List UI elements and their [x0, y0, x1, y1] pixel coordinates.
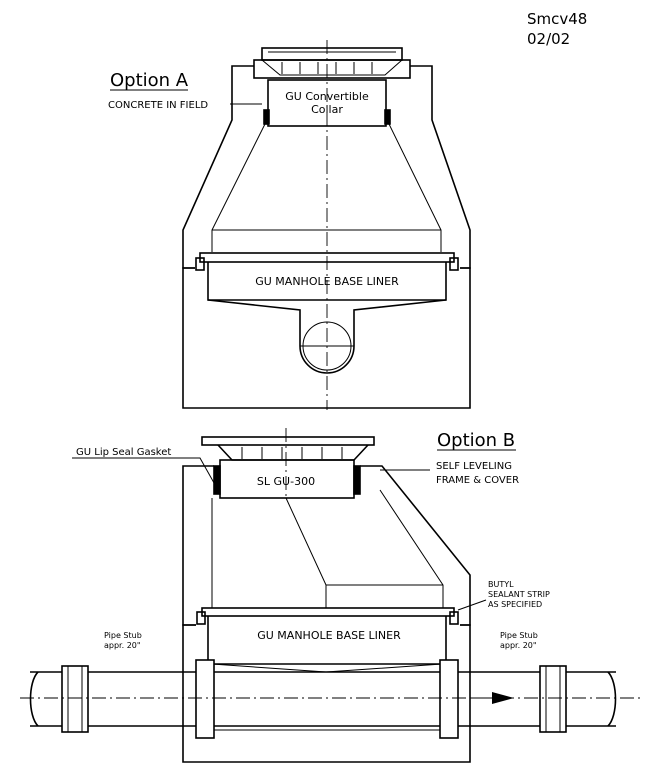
option-b-gasket-label: GU Lip Seal Gasket: [76, 447, 171, 458]
option-b-sealant-2: SEALANT STRIP: [488, 590, 550, 599]
drawing-id: Smcv48: [527, 10, 587, 28]
option-a-subtitle: CONCRETE IN FIELD: [108, 100, 208, 111]
option-b-pipe-left-1: Pipe Stub: [104, 631, 142, 640]
option-b-title: Option B: [437, 430, 515, 451]
option-b-liner-label: GU MANHOLE BASE LINER: [257, 629, 401, 642]
option-a-base-liner: [195, 252, 459, 374]
option-b-subtitle-1: SELF LEVELING: [436, 461, 512, 472]
option-b-sealant-3: AS SPECIFIED: [488, 600, 542, 609]
option-b-pipe: [20, 659, 640, 739]
option-b-sealant-1: BUTYL: [488, 580, 514, 589]
option-b-pipe-right-1: Pipe Stub: [500, 631, 538, 640]
option-b-inner-cone: [285, 497, 443, 586]
option-b-sealant-leader: [457, 599, 487, 611]
option-b-base-block: [182, 624, 471, 763]
option-a-title: Option A: [110, 70, 189, 91]
flow-arrow-icon: [492, 692, 514, 704]
option-b-frame-cover: [201, 436, 375, 461]
option-b-pipe-left-2: appr. 20": [104, 641, 141, 650]
option-a-base-block: [182, 267, 471, 409]
drawing-revision: 02/02: [527, 30, 570, 48]
option-a-section: Option A CONCRETE IN FIELD GU Convertibl…: [108, 40, 471, 410]
option-b-gasket-leader: [72, 457, 219, 491]
option-b-section: Option B SELF LEVELING FRAME & COVER GU …: [20, 428, 640, 763]
option-b-pipe-right-2: appr. 20": [500, 641, 537, 650]
option-a-frame-cover: [253, 47, 411, 79]
option-b-subtitle-2: FRAME & COVER: [436, 475, 519, 486]
option-a-collar-label-2: Collar: [311, 103, 343, 116]
